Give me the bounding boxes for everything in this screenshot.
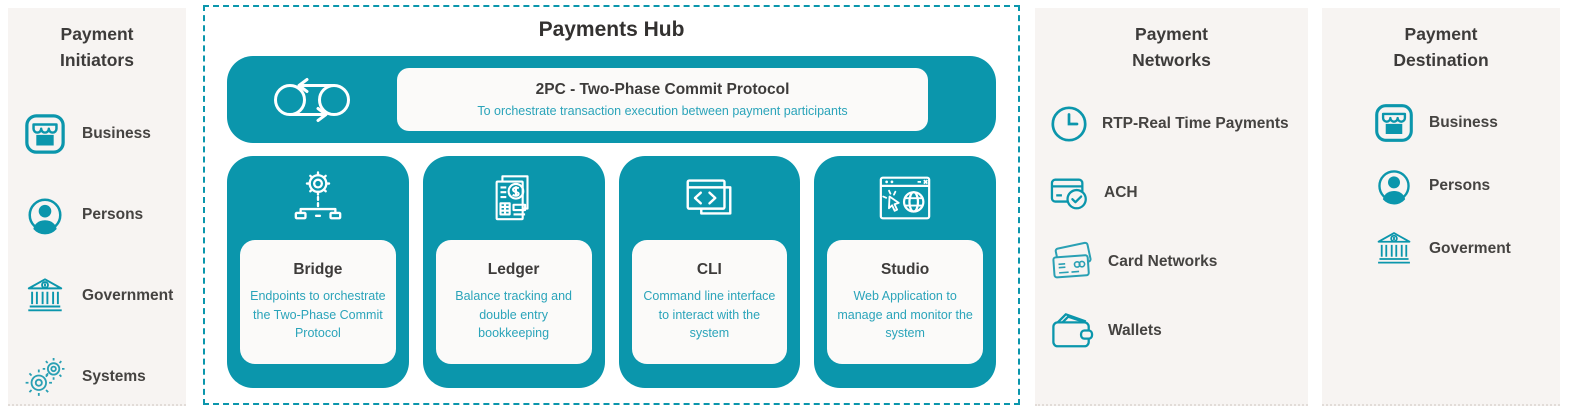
clock-icon (1051, 106, 1087, 142)
gears-icon (24, 357, 66, 397)
card-description: Command line interface to interact with … (643, 288, 776, 341)
card-title: CLI (696, 260, 722, 278)
credit-cards-icon (1052, 241, 1092, 279)
card-text-box: Ledger Balance tracking and double entry… (435, 240, 592, 364)
card-title: Studio (881, 260, 930, 278)
item-label: Systems (82, 368, 146, 385)
initiator-persons: Persons (24, 175, 186, 256)
bank-icon (27, 278, 63, 312)
payment-initiators-panel: Payment Initiators Business Persons Gove… (8, 8, 186, 406)
card-icon-wrap (487, 156, 541, 240)
item-label: RTP-Real Time Payments (1102, 115, 1289, 132)
terminal-icon (686, 179, 732, 215)
network-card-networks: Card Networks (1049, 228, 1308, 297)
item-label: ACH (1104, 184, 1138, 201)
item-label: Business (1429, 114, 1498, 131)
card-description: Balance tracking and double entry bookke… (455, 288, 572, 341)
panel-title: Payment Destination (1393, 24, 1489, 71)
banner-text-box: 2PC - Two-Phase Commit Protocol To orche… (397, 68, 928, 131)
card-icon-wrap (680, 156, 738, 240)
storefront-icon (25, 114, 65, 154)
banner-icon-wrap (227, 72, 397, 128)
two-phase-commit-banner: 2PC - Two-Phase Commit Protocol To orche… (227, 56, 996, 143)
hub-cards-row: Bridge Endpoints to orchestrate the Two-… (227, 156, 996, 388)
card-cli: CLI Command line interface to interact w… (618, 156, 801, 388)
item-label: Persons (1429, 177, 1491, 194)
card-description: Endpoints to orchestrate the Two-Phase C… (250, 288, 386, 341)
payments-hub-container: Payments Hub 2PC - Two-Phase Commit Prot… (203, 5, 1020, 405)
network-list: RTP-Real Time Payments ACH Card Networks… (1035, 74, 1308, 366)
person-icon (1378, 170, 1410, 206)
card-title: Ledger (487, 260, 540, 278)
initiator-government: Government (24, 256, 186, 337)
card-text-box: CLI Command line interface to interact w… (631, 240, 788, 364)
panel-title: Payment Initiators (60, 24, 134, 71)
item-label: Government (82, 287, 174, 304)
card-icon-wrap (287, 156, 349, 240)
item-label: Card Networks (1108, 253, 1218, 270)
payment-networks-panel: Payment Networks RTP-Real Time Payments … (1035, 8, 1308, 406)
payment-destination-panel: Payment Destination Business Persons Gov… (1322, 8, 1560, 406)
destination-list: Business Persons Goverment (1322, 74, 1560, 281)
card-text-box: Bridge Endpoints to orchestrate the Two-… (240, 240, 396, 364)
orchestration-icon (294, 171, 342, 220)
network-ach: ACH (1049, 159, 1308, 228)
bank-icon (1377, 232, 1411, 264)
panel-title: Payment Networks (1132, 24, 1211, 71)
ach-check-icon (1050, 178, 1087, 210)
card-studio: Studio Web Application to manage and mon… (814, 156, 996, 388)
destination-persons: Persons (1374, 155, 1560, 218)
wallet-icon (1052, 313, 1094, 348)
item-label: Wallets (1108, 322, 1162, 339)
card-description: Web Application to manage and monitor th… (837, 288, 973, 341)
item-label: Business (82, 125, 151, 142)
item-label: Persons (82, 206, 144, 223)
initiator-systems: Systems (24, 337, 186, 415)
network-rtp: RTP-Real Time Payments (1049, 90, 1308, 159)
web-app-icon (879, 176, 931, 220)
destination-business: Business (1374, 92, 1560, 155)
initiator-business: Business (24, 94, 186, 175)
destination-goverment: Goverment (1374, 218, 1560, 281)
item-label: Goverment (1429, 240, 1511, 257)
banner-title: 2PC - Two-Phase Commit Protocol (535, 81, 790, 98)
ledger-document-icon (495, 175, 529, 221)
card-text-box: Studio Web Application to manage and mon… (827, 240, 983, 364)
card-bridge: Bridge Endpoints to orchestrate the Two-… (227, 156, 409, 388)
banner-subtitle: To orchestrate transaction execution bet… (477, 104, 848, 118)
card-title: Bridge (293, 260, 343, 278)
storefront-icon (1375, 104, 1413, 142)
network-wallets: Wallets (1049, 297, 1308, 366)
sync-icon (274, 77, 350, 122)
hub-title: Payments Hub (538, 18, 685, 41)
card-icon-wrap (876, 156, 934, 240)
initiator-list: Business Persons Government Systems (8, 74, 186, 415)
card-ledger: Ledger Balance tracking and double entry… (422, 156, 605, 388)
person-icon (28, 198, 62, 236)
